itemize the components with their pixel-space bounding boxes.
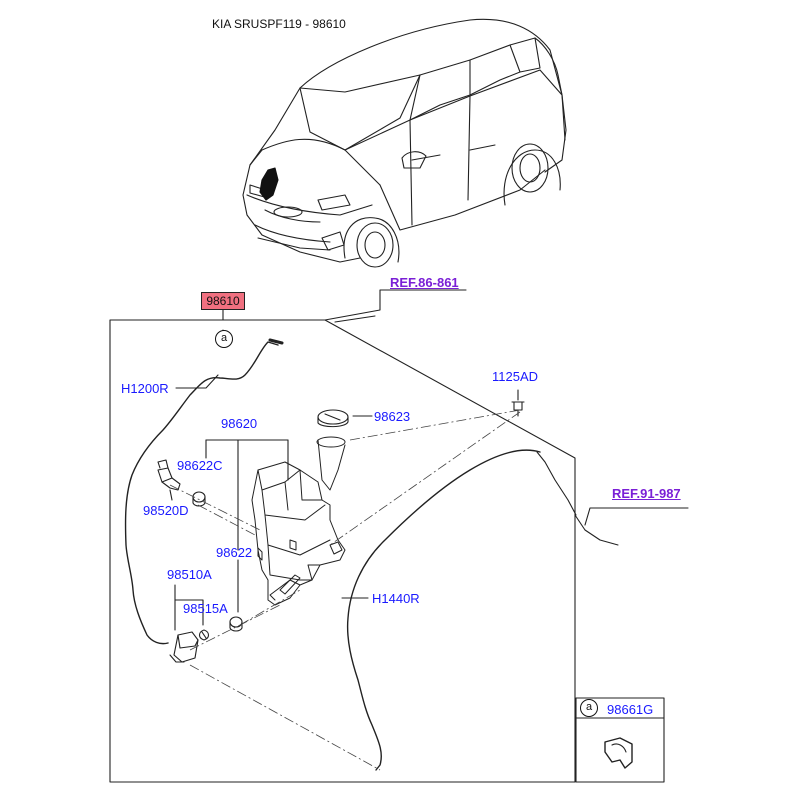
label-98623[interactable]: 98623 (374, 409, 411, 424)
label-h1440r[interactable]: H1440R (372, 591, 420, 606)
reservoir-tank (251, 436, 346, 606)
main-part-number[interactable]: 98610 (201, 292, 245, 310)
callout-a-inset-marker: a (580, 699, 598, 717)
label-98661g[interactable]: 98661G (607, 702, 654, 717)
callout-a-marker: a (215, 330, 233, 348)
bolt (511, 401, 525, 417)
ref-91-987-link[interactable]: REF.91-987 (612, 486, 681, 501)
diagram-title: KIA SRUSPF119 - 98610 (212, 17, 346, 31)
label-98622[interactable]: 98622 (216, 545, 253, 560)
label-1125ad[interactable]: 1125AD (492, 369, 539, 384)
label-98620[interactable]: 98620 (221, 416, 258, 431)
grommet-c (192, 491, 206, 507)
label-h1200r[interactable]: H1200R (121, 381, 169, 396)
label-98510a[interactable]: 98510A (167, 567, 212, 582)
vehicle-illustration (242, 18, 567, 268)
level-sensor (157, 459, 181, 491)
pump-seal (198, 629, 210, 641)
ref-86-861-link[interactable]: REF.86-861 (390, 275, 459, 290)
label-98622c[interactable]: 98622C (177, 458, 223, 473)
grommet (229, 616, 243, 632)
label-98515a[interactable]: 98515A (183, 601, 228, 616)
reservoir-cap (317, 409, 349, 428)
washer-pump (169, 631, 199, 663)
label-98520d[interactable]: 98520D (143, 503, 189, 518)
